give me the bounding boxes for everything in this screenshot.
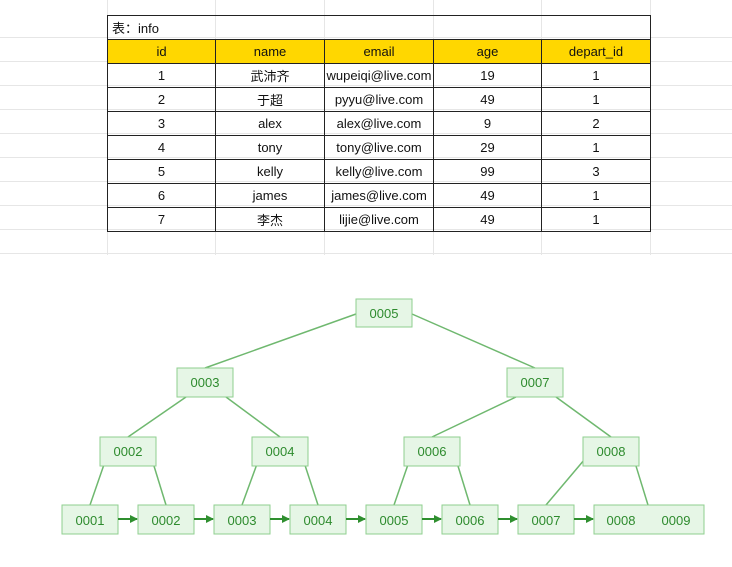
cell-name: kelly: [215, 159, 325, 184]
cell-id: 2: [107, 87, 216, 112]
tree-leaf: 0005: [365, 504, 423, 535]
tree-leaf: 0004: [289, 504, 347, 535]
tree-svg: 0005 0003 0007 0002 0004 0006 0008: [61, 298, 705, 535]
cell-email: james@live.com: [324, 183, 434, 208]
edge-root-to-0007: [411, 313, 536, 369]
cell-email: kelly@live.com: [324, 159, 434, 184]
cell-depart-id: 1: [541, 183, 651, 208]
node-label: 0006: [456, 513, 485, 528]
cell-email: lijie@live.com: [324, 207, 434, 232]
cell-age: 49: [433, 87, 542, 112]
cell-id: 6: [107, 183, 216, 208]
node-label: 0007: [521, 375, 550, 390]
edge-0003-to-0004: [225, 396, 281, 438]
tree-node-level2: 0006: [403, 436, 461, 467]
cell-id: 3: [107, 111, 216, 136]
edge-0007-to-0008: [555, 396, 612, 438]
cell-id: 7: [107, 207, 216, 232]
table-row: 6 james james@live.com 49 1: [107, 183, 651, 208]
cell-age: 9: [433, 111, 542, 136]
cell-name: tony: [215, 135, 325, 160]
column-header-depart-id: depart_id: [541, 39, 651, 64]
table-row: 4 tony tony@live.com 29 1: [107, 135, 651, 160]
cell-id: 4: [107, 135, 216, 160]
cell-age: 49: [433, 207, 542, 232]
cell-age: 19: [433, 63, 542, 88]
tree-node-level2: 0002: [99, 436, 157, 467]
table-row: 7 李杰 lijie@live.com 49 1: [107, 207, 651, 232]
node-label: 0005: [380, 513, 409, 528]
cell-name: 于超: [215, 87, 325, 112]
tree-leaf: 0007: [517, 504, 575, 535]
tree-leaf: 0003: [213, 504, 271, 535]
tree-node-level1: 0003: [176, 367, 234, 398]
cell-depart-id: 2: [541, 111, 651, 136]
cell-name: 李杰: [215, 207, 325, 232]
tree-node-level1: 0007: [506, 367, 564, 398]
cell-age: 29: [433, 135, 542, 160]
cell-depart-id: 1: [541, 207, 651, 232]
edge-0007-to-0006: [431, 396, 517, 438]
table-row: 1 武沛齐 wupeiqi@live.com 19 1: [107, 63, 651, 88]
node-label: 0003: [228, 513, 257, 528]
tree-node-root: 0005: [355, 298, 413, 328]
cell-email: wupeiqi@live.com: [324, 63, 434, 88]
node-label: 0008: [597, 444, 626, 459]
node-label: 0002: [152, 513, 181, 528]
node-label: 0002: [114, 444, 143, 459]
tree-node-level2: 0004: [251, 436, 309, 467]
tree-leaf-last: 0008 0009: [593, 504, 705, 535]
bplus-tree-diagram: 0005 0003 0007 0002 0004 0006 0008: [0, 255, 732, 567]
cell-name: james: [215, 183, 325, 208]
table-row: 3 alex alex@live.com 9 2: [107, 111, 651, 136]
edge-0003-to-0002: [127, 396, 187, 438]
cell-depart-id: 1: [541, 87, 651, 112]
tree-node-level2: 0008: [582, 436, 640, 467]
table-row: 5 kelly kelly@live.com 99 3: [107, 159, 651, 184]
cell-name: alex: [215, 111, 325, 136]
cell-email: alex@live.com: [324, 111, 434, 136]
cell-email: tony@live.com: [324, 135, 434, 160]
tree-leaf: 0001: [61, 504, 119, 535]
column-header-id: id: [107, 39, 216, 64]
grid-column-line: [650, 0, 651, 255]
cell-depart-id: 1: [541, 135, 651, 160]
node-label: 0004: [304, 513, 333, 528]
table-title: 表：info: [107, 15, 651, 40]
cell-email: pyyu@live.com: [324, 87, 434, 112]
cell-depart-id: 1: [541, 63, 651, 88]
tree-edges: [89, 313, 649, 506]
node-label: 0003: [191, 375, 220, 390]
node-label: 0001: [76, 513, 105, 528]
cell-age: 99: [433, 159, 542, 184]
column-header-age: age: [433, 39, 542, 64]
table-row: 2 于超 pyyu@live.com 49 1: [107, 87, 651, 112]
cell-id: 5: [107, 159, 216, 184]
column-header-email: email: [324, 39, 434, 64]
node-label: 0009: [662, 513, 691, 528]
tree-leaf: 0002: [137, 504, 195, 535]
cell-age: 49: [433, 183, 542, 208]
node-label: 0007: [532, 513, 561, 528]
cell-id: 1: [107, 63, 216, 88]
node-label: 0005: [370, 306, 399, 321]
node-label: 0008: [607, 513, 636, 528]
edge-root-to-0003: [204, 313, 357, 369]
table-header-row: id name email age depart_id: [107, 39, 651, 64]
table-title-row: 表：info: [107, 15, 651, 40]
column-header-name: name: [215, 39, 325, 64]
cell-name: 武沛齐: [215, 63, 325, 88]
cell-depart-id: 3: [541, 159, 651, 184]
node-label: 0004: [266, 444, 295, 459]
node-label: 0006: [418, 444, 447, 459]
tree-leaf: 0006: [441, 504, 499, 535]
info-table: 表：info id name email age depart_id 1 武沛齐…: [107, 15, 651, 232]
